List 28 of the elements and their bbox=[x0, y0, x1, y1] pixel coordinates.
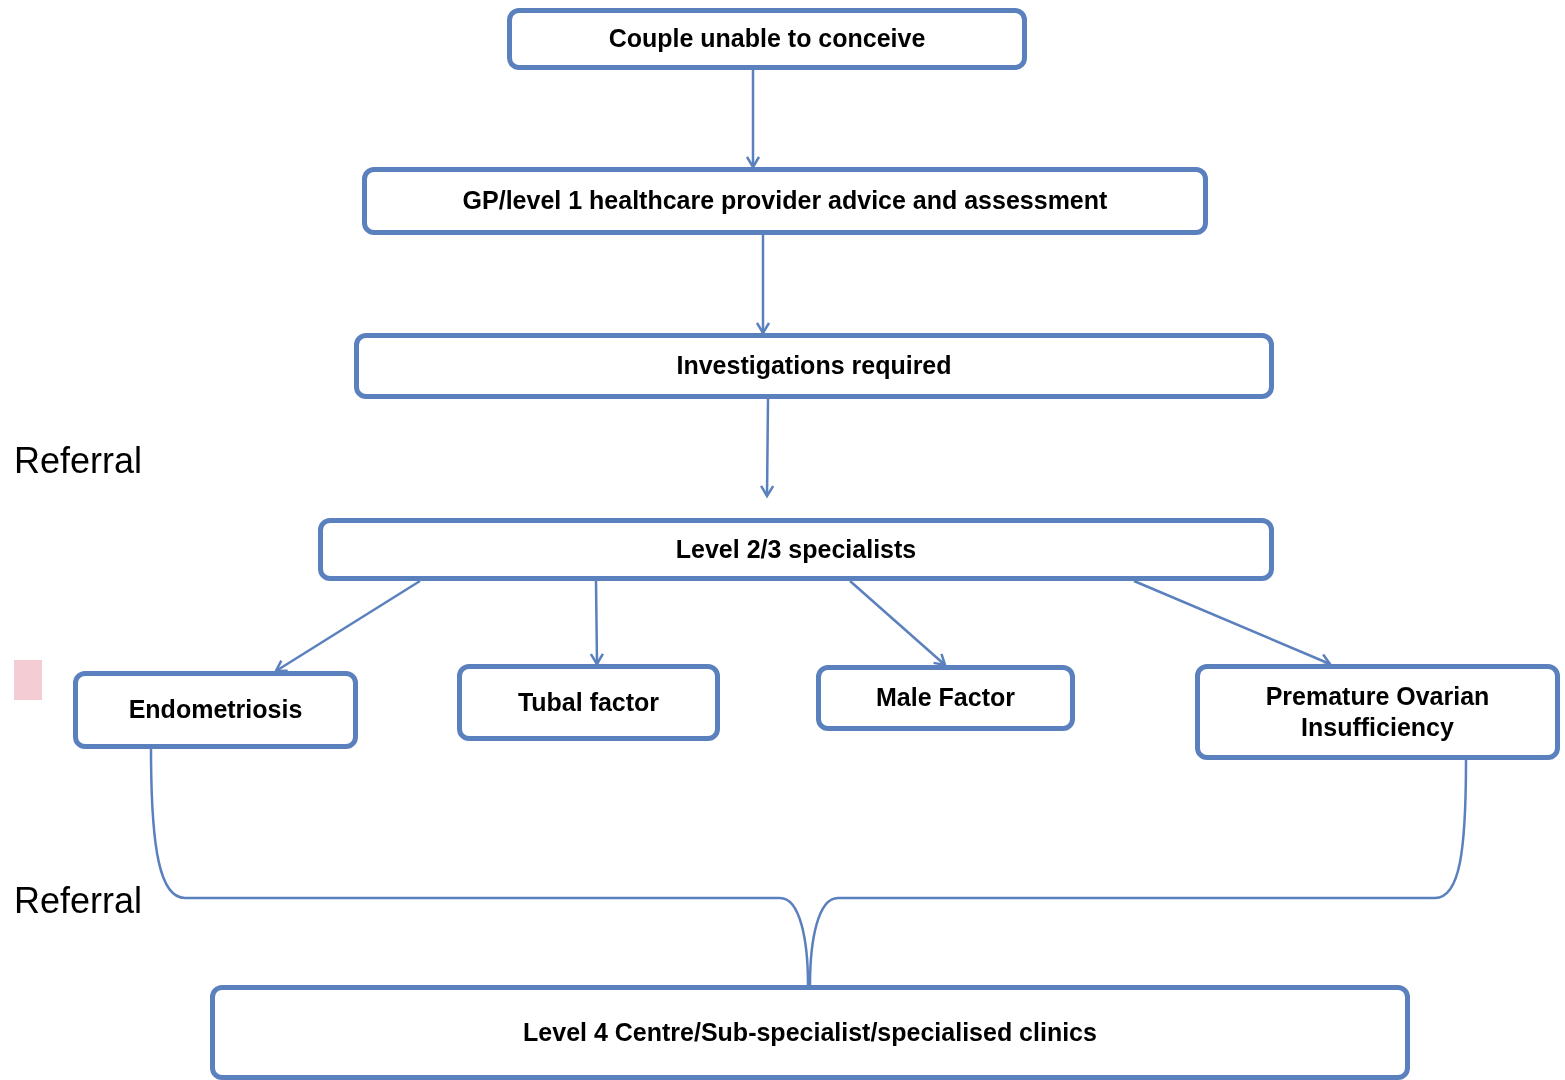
process-box bbox=[816, 665, 1075, 731]
connector-line bbox=[149, 749, 810, 985]
process-box bbox=[73, 671, 358, 749]
box-label: Endometriosis bbox=[128, 694, 303, 726]
box-label: Male Factor bbox=[876, 682, 1015, 714]
arrow bbox=[759, 399, 775, 498]
arrow bbox=[755, 235, 771, 335]
box-label: Premature Ovarian Insufficiency bbox=[1264, 680, 1491, 743]
box-label: Level 2/3 specialists bbox=[675, 533, 917, 565]
box-label: Level 4 Centre/Sub-specialist/specialised clinics bbox=[523, 1016, 1097, 1048]
process-box bbox=[362, 167, 1208, 235]
process-box bbox=[354, 333, 1274, 399]
process-box bbox=[457, 664, 720, 741]
process-box bbox=[507, 8, 1027, 70]
arrow bbox=[274, 579, 421, 673]
stage-label: Referral bbox=[14, 440, 143, 482]
box-label: Investigations required bbox=[676, 350, 952, 382]
box-label: Tubal factor bbox=[517, 686, 660, 718]
arrow bbox=[849, 580, 947, 667]
box-label: GP/level 1 healthcare provider advice and assessment bbox=[462, 185, 1108, 217]
process-box bbox=[318, 518, 1274, 581]
process-box bbox=[210, 985, 1410, 1080]
stage-label: Referral bbox=[14, 880, 143, 922]
process-box bbox=[1195, 664, 1560, 760]
arrow bbox=[745, 70, 761, 169]
connector-line bbox=[808, 760, 1468, 985]
box-label: Couple unable to conceive bbox=[608, 23, 926, 55]
arrow bbox=[589, 581, 605, 666]
